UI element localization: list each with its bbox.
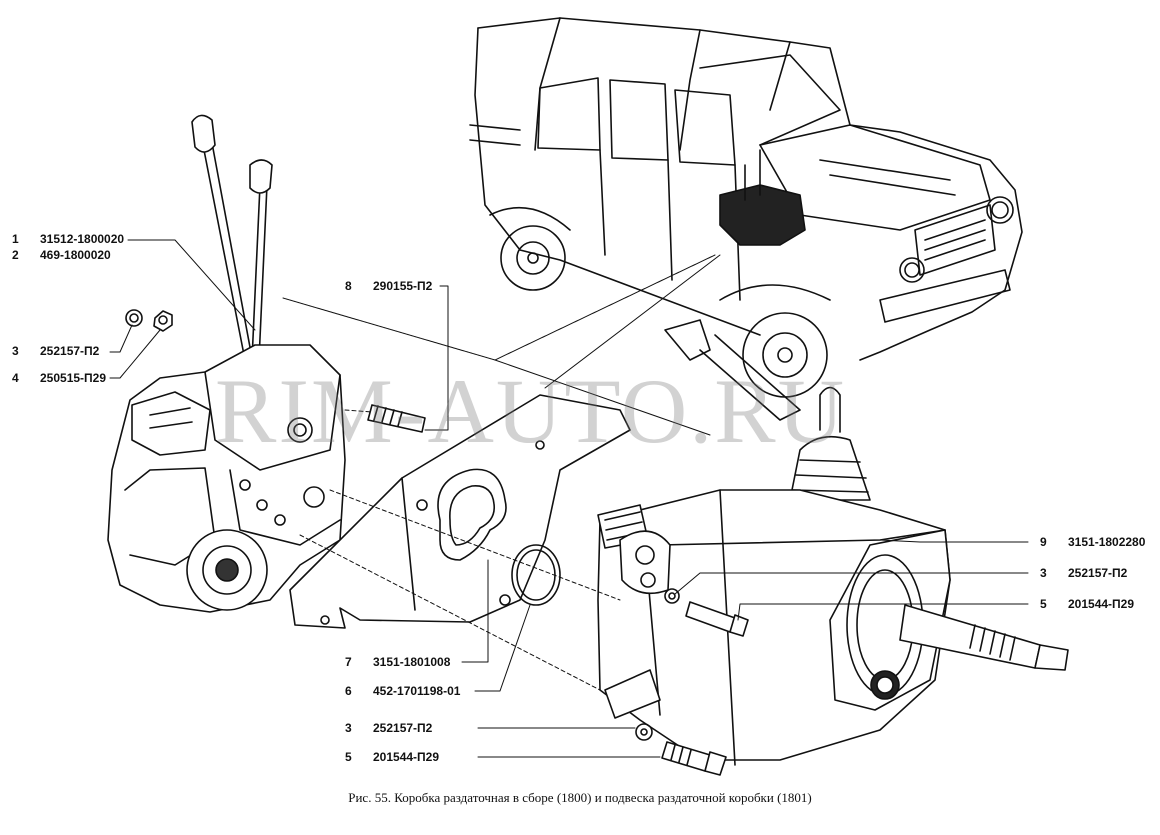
nut-part-4 [153, 310, 173, 332]
stud-part-8 [367, 404, 426, 433]
transfer-case-left [107, 114, 346, 613]
figure-caption: Рис. 55. Коробка раздаточная в сборе (18… [348, 790, 812, 805]
bracket-part-7 [289, 394, 631, 629]
vehicle-illustration [469, 17, 1023, 398]
washer-part-3-lower [635, 723, 653, 741]
bolt-part-5-lower [661, 741, 727, 776]
transfer-case-right [597, 319, 1069, 766]
washer-part-3 [125, 309, 143, 327]
leader-lines [109, 239, 1029, 758]
seal-ring-part-6 [511, 544, 561, 606]
